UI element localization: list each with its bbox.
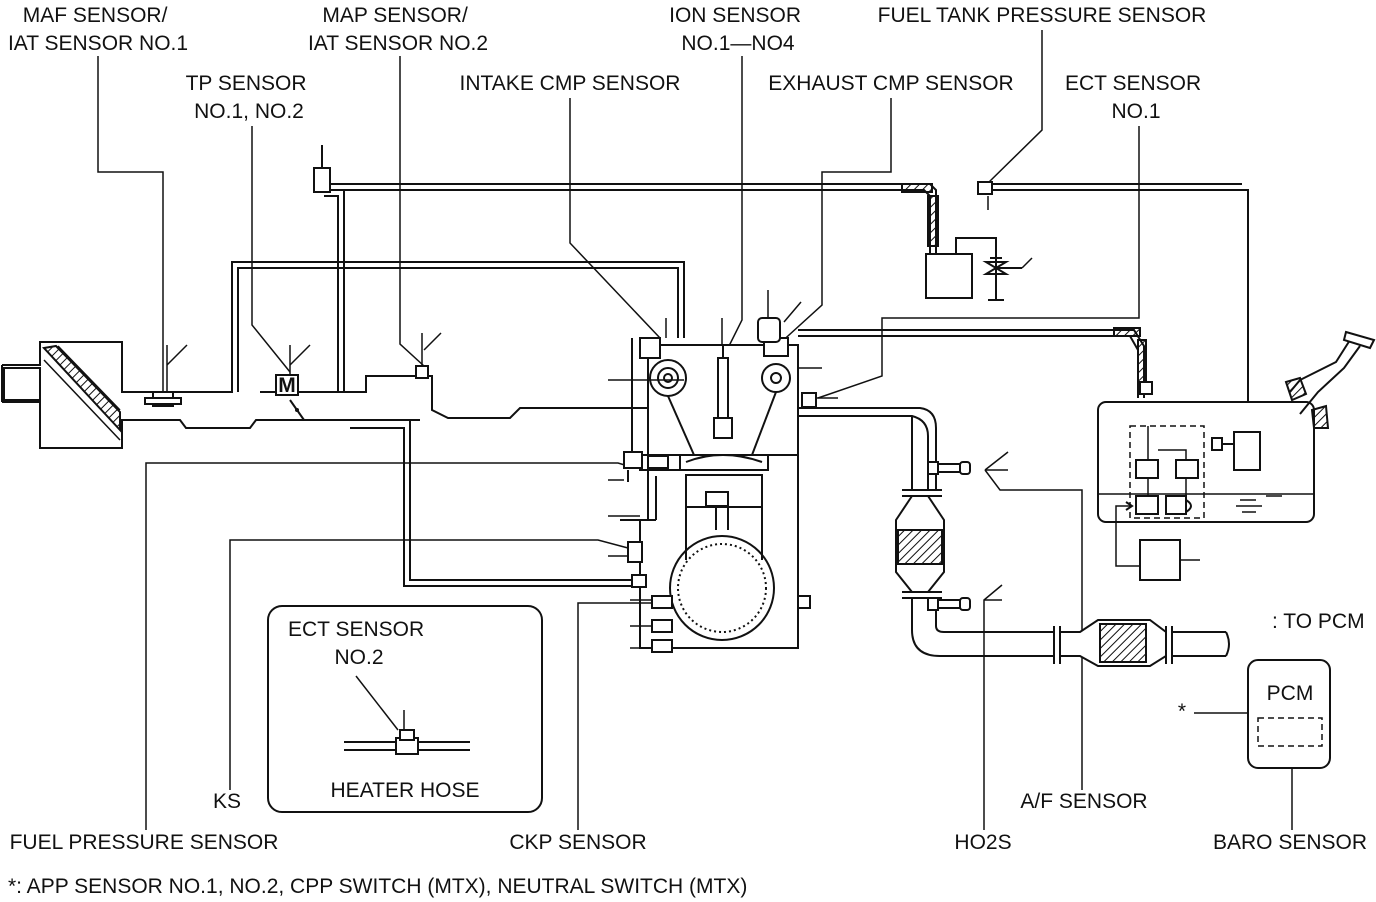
to-pcm-legend-icon <box>1252 611 1268 629</box>
pcm-label: PCM <box>1267 682 1314 705</box>
maf-sensor-label: MAF SENSOR/ IAT SENSOR NO.1 <box>8 4 188 55</box>
footnote: *: APP SENSOR NO.1, NO.2, CPP SWITCH (MT… <box>8 875 747 898</box>
tp-sensor-label: TP SENSOR NO.1, NO.2 <box>186 72 313 123</box>
ect-sensor-2-label: ECT SENSOR NO.2 <box>288 618 430 669</box>
ect-sensor-1-label: ECT SENSOR NO.1 <box>1065 72 1207 123</box>
ckp-sensor-label: CKP SENSOR <box>509 831 646 854</box>
pcm-asterisk: * <box>1178 700 1186 723</box>
engine <box>620 317 1147 653</box>
heater-hose-inset <box>267 605 543 813</box>
pcm-unit <box>1247 659 1331 769</box>
fuel-tank-pressure-sensor-label: FUEL TANK PRESSURE SENSOR <box>878 4 1207 27</box>
evap-canister <box>925 181 1249 402</box>
baro-sensor-label: BARO SENSOR <box>1213 831 1367 854</box>
heater-hose-label: HEATER HOSE <box>331 779 480 802</box>
ho2s-label: HO2S <box>954 831 1011 854</box>
map-sensor-label: MAP SENSOR/ IAT SENSOR NO.2 <box>308 4 488 55</box>
leader-lines <box>97 30 1293 830</box>
af-sensor-label: A/F SENSOR <box>1020 790 1147 813</box>
ks-label: KS <box>213 790 241 813</box>
intake-cmp-sensor-label: INTAKE CMP SENSOR <box>460 72 681 95</box>
exhaust-cmp-sensor-label: EXHAUST CMP SENSOR <box>768 72 1013 95</box>
exhaust-system <box>798 407 1230 667</box>
fuel-tank <box>1097 330 1376 581</box>
throttle-motor-icon: M <box>278 374 296 397</box>
fuel-pressure-sensor-label: FUEL PRESSURE SENSOR <box>10 831 279 854</box>
ion-sensor-label: ION SENSOR NO.1—NO4 <box>669 4 807 55</box>
to-pcm-legend: : TO PCM <box>1272 610 1365 633</box>
air-intake: M <box>1 145 939 587</box>
